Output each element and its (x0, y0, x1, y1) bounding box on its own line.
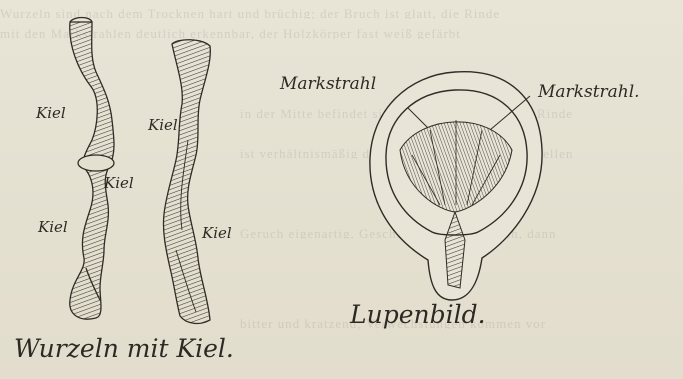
kiel-label: Kiel (38, 218, 68, 236)
kiel-label: Kiel (148, 116, 178, 134)
markstrahl-label-left: Markstrahl (280, 74, 376, 94)
kiel-label: Kiel (104, 174, 134, 192)
cross-section-drawing (370, 72, 542, 300)
figure-caption-right: Lupenbild. (350, 300, 486, 329)
root-drawing-1 (70, 18, 114, 320)
figure-caption-left: Wurzeln mit Kiel. (14, 334, 234, 363)
markstrahl-label-right: Markstrahl. (538, 82, 640, 102)
kiel-label: Kiel (202, 224, 232, 242)
kiel-label: Kiel (36, 104, 66, 122)
root-drawing-2 (163, 40, 210, 324)
